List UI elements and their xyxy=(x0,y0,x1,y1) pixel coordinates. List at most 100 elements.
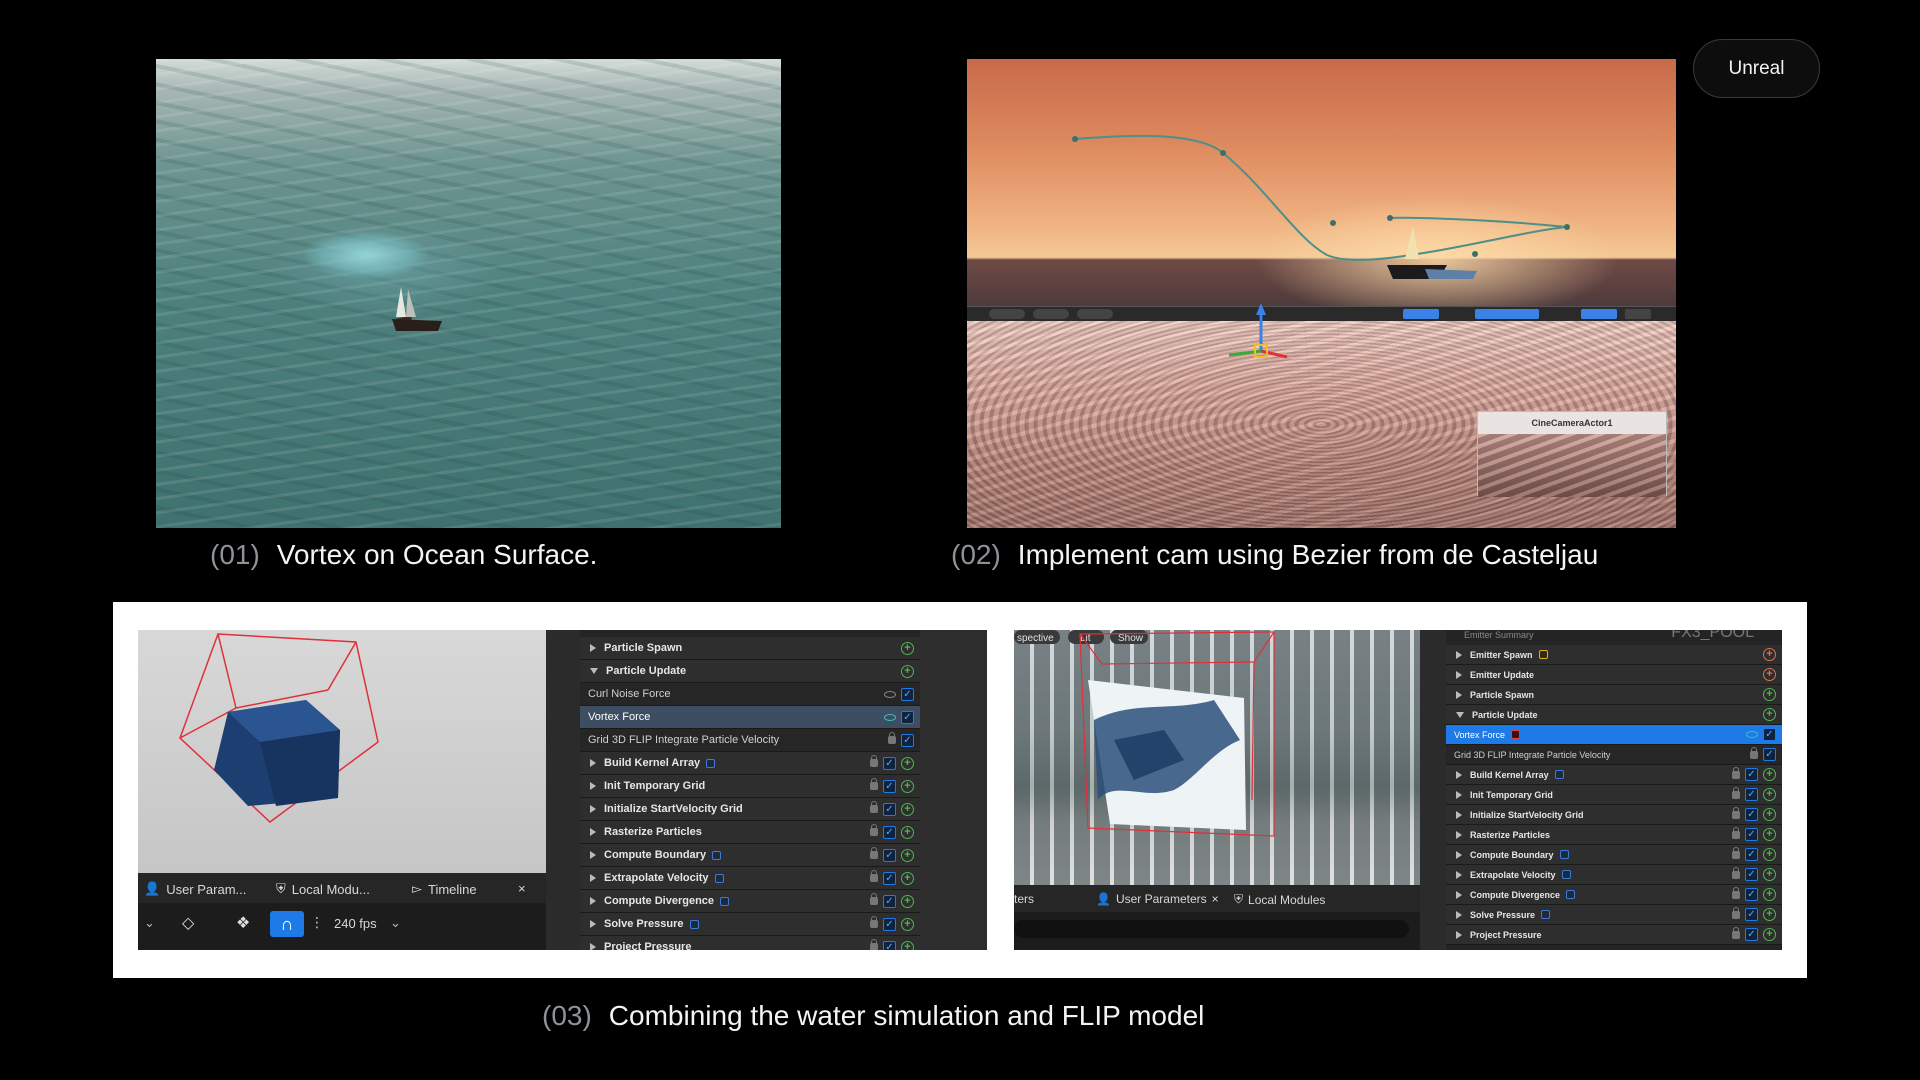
expand-arrow-icon[interactable] xyxy=(1456,890,1462,899)
lock-icon[interactable] xyxy=(870,755,878,767)
stack-row[interactable]: Vortex Force✓ xyxy=(580,706,920,729)
expand-arrow-icon[interactable] xyxy=(1456,930,1462,939)
stack-row[interactable]: Build Kernel Array✓+ xyxy=(580,752,920,775)
expand-arrow-icon[interactable] xyxy=(1456,830,1462,839)
add-module-icon[interactable]: + xyxy=(901,871,914,885)
lock-icon[interactable] xyxy=(1732,786,1740,799)
stack-row[interactable]: Particle Spawn+ xyxy=(580,637,920,660)
add-module-icon[interactable]: + xyxy=(1763,788,1776,801)
expand-arrow-icon[interactable] xyxy=(1456,670,1462,679)
stack-row[interactable]: Compute Boundary✓+ xyxy=(580,844,920,867)
stack-row[interactable]: Solve Pressure✓+ xyxy=(1446,905,1782,925)
add-module-icon[interactable]: + xyxy=(1763,908,1776,921)
expand-arrow-icon[interactable] xyxy=(590,759,596,767)
expand-arrow-icon[interactable] xyxy=(1456,910,1462,919)
stack-row[interactable]: Particle Spawn+ xyxy=(1446,685,1782,705)
expand-arrow-icon[interactable] xyxy=(590,897,596,905)
stack-row[interactable]: Particle Update+ xyxy=(1446,705,1782,725)
expand-arrow-icon[interactable] xyxy=(1456,690,1462,699)
eye-icon[interactable] xyxy=(1746,731,1758,738)
enable-checkbox[interactable]: ✓ xyxy=(1745,848,1758,861)
stack-row[interactable]: Project Pressure✓+ xyxy=(580,936,920,950)
enable-checkbox[interactable]: ✓ xyxy=(883,894,896,908)
add-module-icon[interactable]: + xyxy=(901,917,914,931)
collapse-arrow-icon[interactable] xyxy=(590,668,598,674)
stack-row[interactable]: Initialize StartVelocity Grid✓+ xyxy=(580,798,920,821)
lock-icon[interactable] xyxy=(1732,826,1740,839)
add-module-icon[interactable]: + xyxy=(1763,888,1776,901)
lock-icon[interactable] xyxy=(1732,866,1740,879)
add-module-icon[interactable]: + xyxy=(901,894,914,908)
lock-icon[interactable] xyxy=(870,801,878,813)
unreal-tag[interactable]: Unreal xyxy=(1693,39,1820,98)
enable-checkbox[interactable]: ✓ xyxy=(883,917,896,931)
enable-checkbox[interactable]: ✓ xyxy=(1745,928,1758,941)
expand-arrow-icon[interactable] xyxy=(590,828,596,836)
expand-arrow-icon[interactable] xyxy=(590,943,596,950)
add-module-icon[interactable]: + xyxy=(901,756,914,770)
magnet-snap-button[interactable]: ∩ xyxy=(270,911,304,937)
add-module-icon[interactable]: + xyxy=(1763,808,1776,821)
expand-arrow-icon[interactable] xyxy=(1456,790,1462,799)
enable-checkbox[interactable]: ✓ xyxy=(883,871,896,885)
expand-arrow-icon[interactable] xyxy=(1456,650,1462,659)
expand-arrow-icon[interactable] xyxy=(590,851,596,859)
close-icon[interactable]: × xyxy=(1211,892,1219,906)
enable-checkbox[interactable]: ✓ xyxy=(883,825,896,839)
tab-local-modules[interactable]: ⛨Local Modules xyxy=(1234,892,1326,907)
stack-row[interactable]: Init Temporary Grid✓+ xyxy=(1446,785,1782,805)
enable-checkbox[interactable]: ✓ xyxy=(1763,728,1776,741)
lock-icon[interactable] xyxy=(870,847,878,859)
stack-row[interactable]: Grid 3D FLIP Integrate Particle Velocity… xyxy=(1446,745,1782,765)
expand-arrow-icon[interactable] xyxy=(1456,770,1462,779)
add-module-icon[interactable]: + xyxy=(1763,928,1776,941)
expand-arrow-icon[interactable] xyxy=(1456,850,1462,859)
stack-row[interactable]: Compute Divergence✓+ xyxy=(580,890,920,913)
stack-row[interactable]: Initialize StartVelocity Grid✓+ xyxy=(1446,805,1782,825)
fps-selector[interactable]: 240 fps xyxy=(334,916,377,931)
preview-viewport[interactable] xyxy=(138,630,546,873)
add-module-icon[interactable]: + xyxy=(1763,648,1776,661)
close-icon[interactable]: × xyxy=(518,881,526,896)
add-key-icon[interactable]: ❖ xyxy=(236,915,251,932)
stack-row[interactable]: Compute Boundary✓+ xyxy=(1446,845,1782,865)
enable-checkbox[interactable]: ✓ xyxy=(1745,888,1758,901)
enable-checkbox[interactable]: ✓ xyxy=(901,687,914,701)
eye-icon[interactable] xyxy=(884,690,896,698)
tab-user-parameters[interactable]: 👤User Param... xyxy=(144,881,247,897)
lock-icon[interactable] xyxy=(1750,746,1758,759)
enable-checkbox[interactable]: ✓ xyxy=(1763,748,1776,761)
lock-icon[interactable] xyxy=(1732,766,1740,779)
add-module-icon[interactable]: + xyxy=(901,825,914,839)
add-module-icon[interactable]: + xyxy=(1763,768,1776,781)
expand-arrow-icon[interactable] xyxy=(590,874,596,882)
add-module-icon[interactable]: + xyxy=(901,779,914,793)
eye-icon[interactable] xyxy=(884,713,896,721)
stack-row[interactable]: Vortex Force✓ xyxy=(1446,725,1782,745)
add-module-icon[interactable]: + xyxy=(901,641,914,655)
stack-row[interactable]: Emitter Update+ xyxy=(1446,665,1782,685)
add-module-icon[interactable]: + xyxy=(1763,868,1776,881)
enable-checkbox[interactable]: ✓ xyxy=(883,848,896,862)
add-module-icon[interactable]: + xyxy=(901,848,914,862)
enable-checkbox[interactable]: ✓ xyxy=(883,756,896,770)
lock-icon[interactable] xyxy=(888,732,896,744)
collapse-arrow-icon[interactable] xyxy=(1456,711,1464,718)
add-module-icon[interactable]: + xyxy=(901,664,914,678)
stack-row[interactable]: Solve Pressure✓+ xyxy=(580,913,920,936)
expand-arrow-icon[interactable] xyxy=(590,805,596,813)
stack-row[interactable]: Rasterize Particles✓+ xyxy=(580,821,920,844)
expand-arrow-icon[interactable] xyxy=(590,644,596,652)
lock-icon[interactable] xyxy=(870,870,878,882)
lock-icon[interactable] xyxy=(870,778,878,790)
lock-icon[interactable] xyxy=(1732,926,1740,939)
add-module-icon[interactable]: + xyxy=(1763,668,1776,681)
expand-arrow-icon[interactable] xyxy=(590,920,596,928)
stack-row[interactable]: Project Pressure✓+ xyxy=(1446,925,1782,945)
enable-checkbox[interactable]: ✓ xyxy=(1745,768,1758,781)
lock-icon[interactable] xyxy=(870,916,878,928)
stack-row[interactable]: Rasterize Particles✓+ xyxy=(1446,825,1782,845)
lock-icon[interactable] xyxy=(870,939,878,950)
add-module-icon[interactable]: + xyxy=(1763,828,1776,841)
lock-icon[interactable] xyxy=(1732,846,1740,859)
